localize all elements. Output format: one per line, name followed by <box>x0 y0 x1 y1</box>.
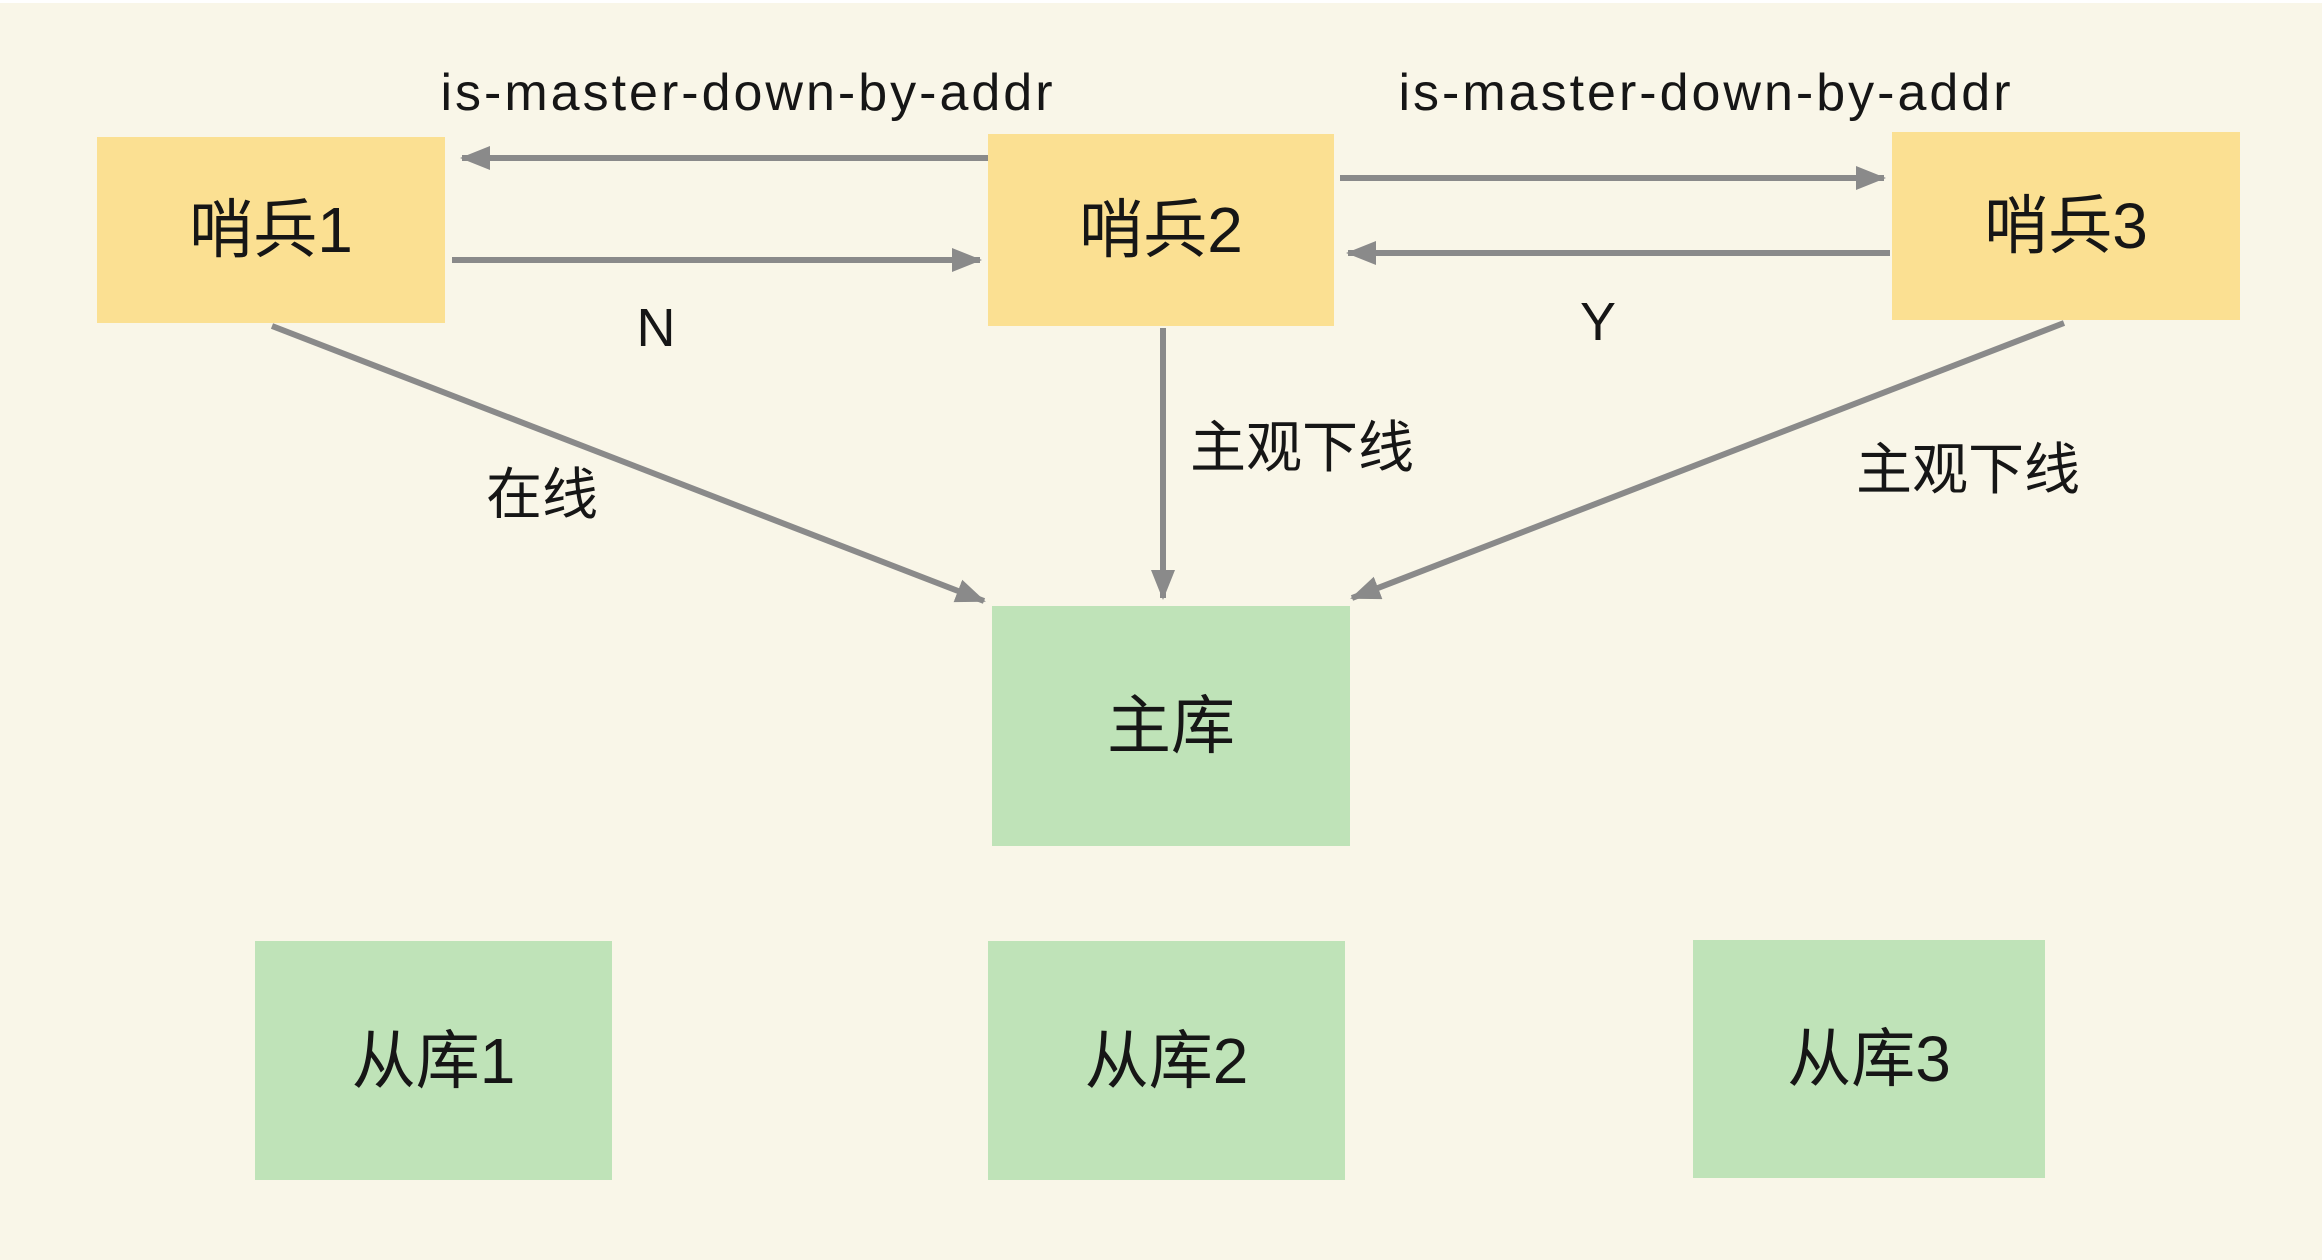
node-sentinel-3-label: 哨兵3 <box>1984 190 2148 262</box>
edge-label-vote-y: Y <box>1579 292 1617 352</box>
edge-label-sdown-center: 主观下线 <box>1190 416 1414 479</box>
arrow-sentinel1-to-master <box>270 323 986 604</box>
edge-label-is-master-down-by-addr-left: is-master-down-by-addr <box>440 64 1056 122</box>
edge-label-online: 在线 <box>486 463 598 526</box>
node-sentinel-1: 哨兵1 <box>97 137 445 323</box>
node-slave-3-label: 从库3 <box>1787 1023 1951 1095</box>
node-master-label: 主库 <box>1107 690 1235 762</box>
node-sentinel-2: 哨兵2 <box>988 134 1334 326</box>
edge-label-sdown-right: 主观下线 <box>1856 438 2080 501</box>
node-slave-1: 从库1 <box>255 941 612 1180</box>
node-slave-2-label: 从库2 <box>1084 1024 1249 1097</box>
node-master: 主库 <box>992 606 1350 846</box>
edge-label-is-master-down-by-addr-right: is-master-down-by-addr <box>1398 64 2014 122</box>
node-sentinel-3: 哨兵3 <box>1892 132 2240 320</box>
node-sentinel-2-label: 哨兵2 <box>1079 194 1243 266</box>
edge-label-vote-n: N <box>636 298 676 358</box>
node-sentinel-1-label: 哨兵1 <box>189 194 353 266</box>
node-slave-1-label: 从库1 <box>351 1024 516 1097</box>
top-white-edge <box>0 0 2322 3</box>
node-slave-2: 从库2 <box>988 941 1345 1180</box>
node-slave-3: 从库3 <box>1693 940 2045 1178</box>
